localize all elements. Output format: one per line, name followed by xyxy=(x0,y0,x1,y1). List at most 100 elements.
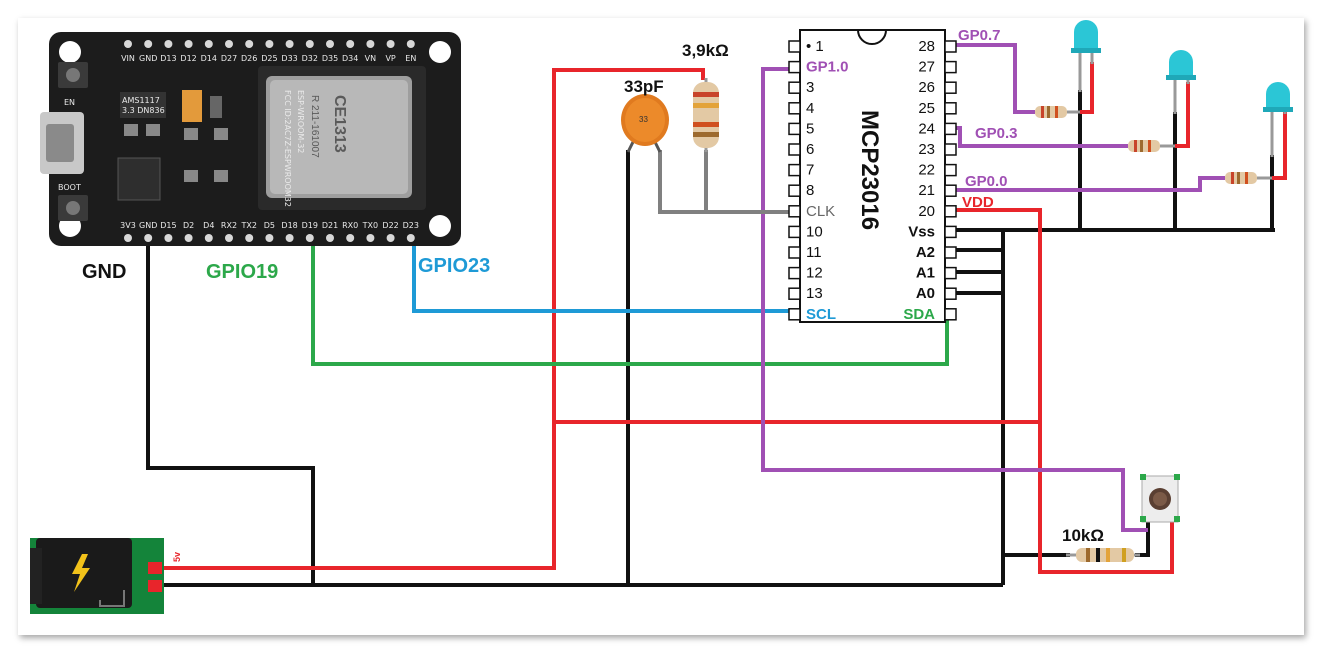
top-header-pin xyxy=(406,40,415,48)
top-header-pin xyxy=(124,40,132,48)
clk-wire xyxy=(658,150,800,214)
chip-right-pin-label: 25 xyxy=(918,100,935,117)
gpio23-label: GPIO23 xyxy=(418,255,490,277)
chip-left-pin xyxy=(788,225,801,239)
chip-left-pin-label: GP1.0 xyxy=(806,59,849,76)
tantalum-capacitor xyxy=(182,90,202,122)
top-pin-label: D14 xyxy=(201,54,217,63)
bottom-header-pin xyxy=(265,234,274,242)
bottom-pin-label: D5 xyxy=(264,221,275,230)
chip-right-pin-label: 20 xyxy=(918,203,935,220)
chip-right-pin-label: A0 xyxy=(916,285,935,302)
top-pin-label: GND xyxy=(139,54,157,63)
resistor-3-9k xyxy=(693,78,719,152)
gpio23-wire xyxy=(412,233,800,313)
top-header-pin xyxy=(305,40,314,48)
chip-right-pin xyxy=(944,246,957,259)
voltage-regulator xyxy=(120,92,166,118)
bottom-header-pin xyxy=(184,234,193,242)
chip-left-pin-label: 4 xyxy=(806,100,814,117)
esp32-board[interactable]: ESP-WROOM-32 FCC ID:2AC7Z-ESPWROOM32 CE1… xyxy=(40,32,461,246)
top-header-pin xyxy=(346,40,355,48)
bottom-pin-label: RX2 xyxy=(221,221,237,230)
bottom-pin-label: GND xyxy=(139,221,157,230)
resistor-10k xyxy=(1066,548,1140,562)
bottom-header-pin xyxy=(285,234,294,242)
chip-right-pin xyxy=(944,60,957,74)
top-pin-label: D25 xyxy=(261,54,277,63)
bottom-pin-label: D18 xyxy=(281,221,297,230)
bottom-header-pin xyxy=(204,234,213,242)
bottom-pin-label: D23 xyxy=(403,221,419,230)
chip-left-pin xyxy=(788,205,801,218)
chip-left-pin-label: 8 xyxy=(806,182,814,199)
usb-uart-chip xyxy=(117,157,161,201)
bottom-pin-label: D15 xyxy=(160,221,176,230)
top-pin-label: D12 xyxy=(180,54,196,63)
module-text-3: CE1313 xyxy=(331,95,348,153)
gnd-label: GND xyxy=(82,261,126,283)
bottom-header-pin xyxy=(124,234,132,242)
chip-left-pin xyxy=(788,184,801,197)
chip-right-pin xyxy=(944,122,957,136)
top-header-pin xyxy=(164,40,173,48)
chip-left-pin xyxy=(788,287,801,300)
chip-right-pin xyxy=(944,102,957,115)
bottom-header-pin xyxy=(225,234,233,242)
chip-right-pin-label: Vss xyxy=(908,223,935,240)
gp07-label: GP0.7 xyxy=(958,27,1001,44)
bottom-header-pin xyxy=(366,234,375,242)
top-header-pin xyxy=(204,40,213,48)
chip-left-pin-label: 12 xyxy=(806,265,823,282)
chip-right-pin-label: 26 xyxy=(918,79,935,96)
bottom-header-pin xyxy=(386,234,395,242)
resistor-bottom-label: 10kΩ xyxy=(1062,526,1104,545)
chip-right-pin-label: 21 xyxy=(918,182,935,199)
bottom-header-pin xyxy=(326,234,334,242)
chip-right-pin xyxy=(944,308,957,321)
top-pin-label: EN xyxy=(405,54,416,63)
chip-left-pin-label: 6 xyxy=(806,141,814,158)
top-pin-label: D34 xyxy=(342,54,358,63)
boot-label: BOOT xyxy=(58,183,81,192)
resistor-top-label: 3,9kΩ xyxy=(682,41,729,60)
top-pin-label: D27 xyxy=(221,54,237,63)
capacitor-label: 33pF xyxy=(624,77,664,96)
top-header-pin xyxy=(285,40,294,48)
bottom-header-pin xyxy=(346,234,355,242)
chip-right-pin-label: A2 xyxy=(916,244,935,261)
top-pin-label: VP xyxy=(385,54,395,63)
chip-left-pin-label: 10 xyxy=(806,223,823,240)
mcp23016-chip[interactable]: MCP23016 xyxy=(799,29,946,323)
bottom-pin-label: D22 xyxy=(382,221,398,230)
bottom-pin-label: TX0 xyxy=(362,221,378,230)
push-button[interactable] xyxy=(1140,474,1180,523)
top-header-pin xyxy=(184,40,193,48)
chip-right-pin xyxy=(944,225,957,239)
chip-left-pin xyxy=(788,40,801,53)
gp03-label: GP0.3 xyxy=(975,125,1018,142)
top-pin-label: D35 xyxy=(322,54,338,63)
lightning-bolt-icon xyxy=(72,554,90,592)
bottom-header-pin xyxy=(406,234,415,242)
bottom-pin-label: D21 xyxy=(322,221,338,230)
top-header-pin xyxy=(386,40,395,48)
five-volt-label: 5v xyxy=(172,552,182,562)
capacitor-mark: 33 xyxy=(639,115,648,124)
chip-right-pin xyxy=(944,205,957,218)
led-gp03 xyxy=(1166,50,1196,114)
chip-name: MCP23016 xyxy=(856,110,883,230)
chip-left-pin xyxy=(788,102,801,115)
gpio19-label: GPIO19 xyxy=(206,261,278,283)
top-header-pin xyxy=(265,40,274,48)
module-text-1: ESP-WROOM-32 xyxy=(296,90,305,153)
led-resistors xyxy=(1035,106,1272,184)
chip-left-pin-label: 5 xyxy=(806,120,814,137)
chip-right-pin xyxy=(944,163,957,177)
chip-right-pin-label: A1 xyxy=(916,265,935,282)
chip-right-pin xyxy=(944,143,957,156)
